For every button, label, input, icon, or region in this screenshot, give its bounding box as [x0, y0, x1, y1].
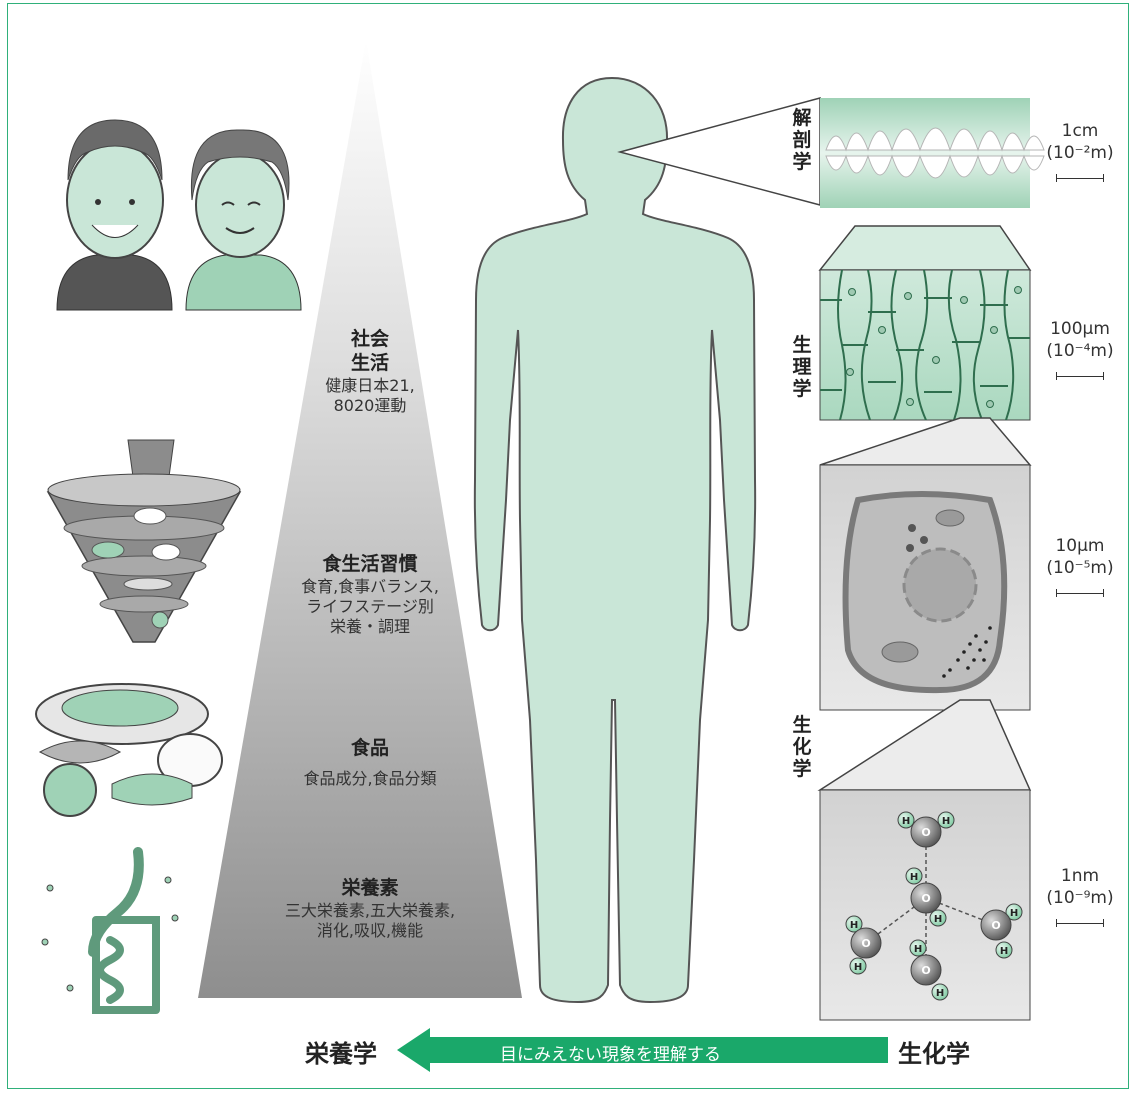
hydrogen-atom-label: H [942, 816, 950, 827]
label-nutrition-science: 栄養学 [305, 1034, 377, 1069]
subject-char: 解 [791, 108, 813, 130]
level-heading: 食品 [250, 737, 490, 761]
hydrogen-atom-label: H [1000, 946, 1008, 957]
subject-label-anatomy: 解 剖 学 [791, 108, 813, 174]
level-text: 健康日本21, [260, 376, 480, 396]
scale-bar [1056, 372, 1104, 380]
subject-char: 剖 [791, 130, 813, 152]
subject-char: 理 [791, 357, 813, 379]
scale-exponent: (10⁻⁵m) [1030, 557, 1130, 579]
scale-1nm: 1nm (10⁻⁹m) [1030, 865, 1130, 927]
level-text: 食育,食事バランス, [250, 577, 490, 597]
pyramid-level-food: 食品 食品成分,食品分類 [250, 737, 490, 789]
pyramid-level-social: 社会 生活 健康日本21, 8020運動 [260, 328, 480, 416]
human-body-silhouette [475, 78, 755, 1002]
zoom-beam-molecule [820, 700, 1030, 790]
oxygen-atom-label: O [921, 892, 930, 905]
digestive-tract-illustration [42, 852, 178, 1010]
scale-exponent: (10⁻⁴m) [1030, 340, 1130, 362]
hydrogen-atom-label: H [936, 988, 944, 999]
level-text: 食品成分,食品分類 [250, 769, 490, 789]
pyramid-level-nutrients: 栄養素 三大栄養素,五大栄養素, 消化,吸収,機能 [240, 877, 500, 941]
scale-10um: 10μm (10⁻⁵m) [1030, 535, 1130, 597]
hydrogen-atom-label: H [1010, 908, 1018, 919]
oxygen-atom-label: O [991, 919, 1000, 932]
subject-char: 学 [791, 379, 813, 401]
scale-value: 10μm [1030, 535, 1130, 557]
hydrogen-atom-label: H [902, 816, 910, 827]
scale-exponent: (10⁻²m) [1030, 142, 1130, 164]
level-heading: 社会 [260, 328, 480, 352]
scale-value: 1cm [1030, 120, 1130, 142]
elderly-couple-illustration [57, 120, 301, 310]
subject-char: 生 [791, 715, 813, 737]
oxygen-atom-label: O [921, 964, 930, 977]
meal-illustration [36, 684, 222, 816]
scale-bar [1056, 174, 1104, 182]
level-text: 栄養・調理 [250, 617, 490, 637]
zoom-beam-tissue [820, 226, 1030, 270]
hydrogen-atom-label: H [854, 962, 862, 973]
level-text: 8020運動 [260, 396, 480, 416]
level-heading: 栄養素 [240, 877, 500, 901]
scale-1cm: 1cm (10⁻²m) [1030, 120, 1130, 182]
subject-char: 学 [791, 152, 813, 174]
arrow-caption: 目にみえない現象を理解する [500, 1040, 721, 1065]
scale-value: 100μm [1030, 318, 1130, 340]
oxygen-atom-label: O [921, 826, 930, 839]
level-text: 消化,吸収,機能 [240, 921, 500, 941]
subject-label-physiology: 生 理 学 [791, 335, 813, 401]
oxygen-atom-label: O [861, 937, 870, 950]
pyramid-level-dietary-habits: 食生活習慣 食育,食事バランス, ライフステージ別 栄養・調理 [250, 553, 490, 637]
subject-char: 化 [791, 737, 813, 759]
label-biochemistry: 生化学 [898, 1034, 970, 1069]
scale-exponent: (10⁻⁹m) [1030, 887, 1130, 909]
tissue-panel [820, 270, 1030, 420]
subject-label-biochemistry: 生 化 学 [791, 715, 813, 781]
subject-char: 学 [791, 759, 813, 781]
zoom-beam-cell [820, 418, 1030, 465]
hydrogen-atom-label: H [934, 914, 942, 925]
level-text: 三大栄養素,五大栄養素, [240, 901, 500, 921]
hydrogen-atom-label: H [914, 944, 922, 955]
hydrogen-atom-label: H [850, 920, 858, 931]
scale-100um: 100μm (10⁻⁴m) [1030, 318, 1130, 380]
teeth-panel [820, 98, 1044, 208]
level-text: ライフステージ別 [250, 597, 490, 617]
level-heading: 食生活習慣 [250, 553, 490, 577]
subject-char: 生 [791, 335, 813, 357]
level-heading: 生活 [260, 352, 480, 376]
food-guide-top-illustration [48, 440, 240, 642]
scale-bar [1056, 589, 1104, 597]
scale-bar [1056, 919, 1104, 927]
cell-panel [820, 465, 1030, 710]
hydrogen-atom-label: H [910, 872, 918, 883]
scale-value: 1nm [1030, 865, 1130, 887]
